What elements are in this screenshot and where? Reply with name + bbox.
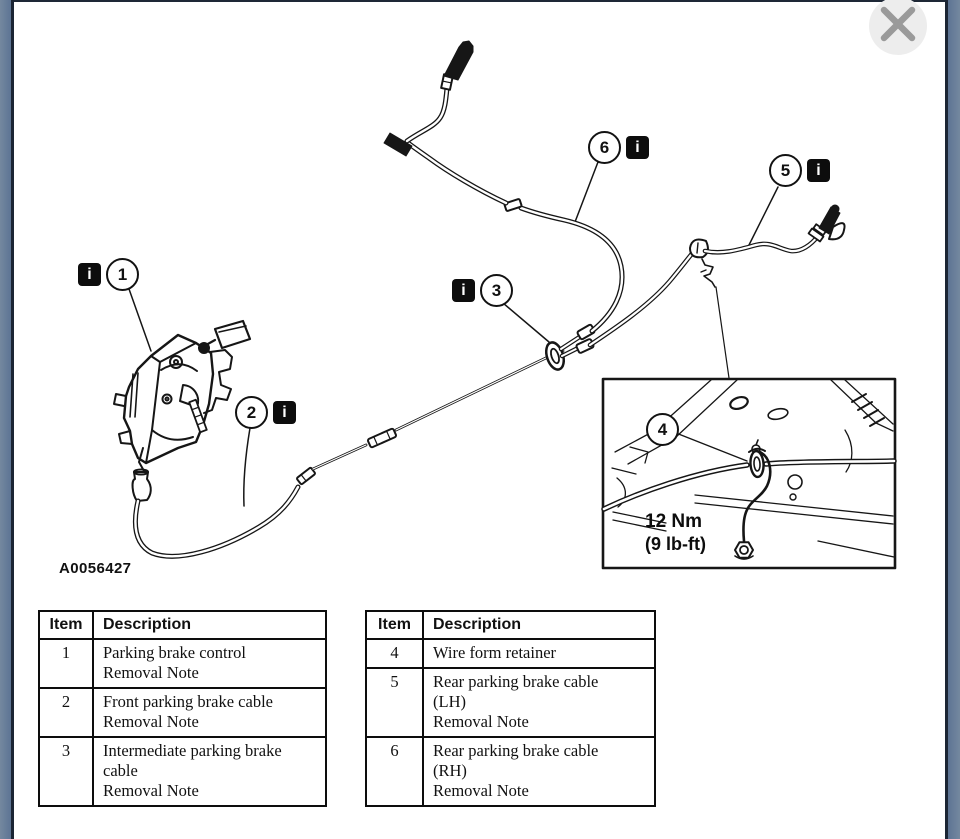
column-header-item: Item xyxy=(38,610,94,640)
info-icon[interactable]: i xyxy=(452,279,475,302)
close-icon xyxy=(880,6,916,42)
description-cell: Intermediate parking brake cable Removal… xyxy=(92,736,327,807)
right-edge-divider xyxy=(945,0,948,839)
rear-parking-brake-cable-lh-drawing xyxy=(587,204,846,379)
callout-5: 5 i xyxy=(769,154,830,187)
callout-number-badge: 4 xyxy=(646,413,679,446)
front-parking-brake-cable-drawing xyxy=(132,466,316,559)
item-description-table-left: Item Description 1 Parking brake control… xyxy=(38,610,327,807)
description-cell: Rear parking brake cable (RH) Removal No… xyxy=(422,736,656,807)
column-header-description: Description xyxy=(422,610,656,640)
column-header-item: Item xyxy=(365,610,424,640)
column-header-description: Description xyxy=(92,610,327,640)
description-cell: Rear parking brake cable (LH) Removal No… xyxy=(422,667,656,738)
table-header-row: Item Description xyxy=(365,610,656,640)
right-edge-bar xyxy=(948,0,960,839)
left-edge-bar xyxy=(0,0,11,839)
item-cell: 1 xyxy=(38,638,94,689)
table-header-row: Item Description xyxy=(38,610,327,640)
torque-spec-label: 12 Nm (9 lb-ft) xyxy=(645,511,706,555)
torque-value: 12 Nm xyxy=(645,511,703,532)
item-cell: 5 xyxy=(365,667,424,738)
callout-3: i 3 xyxy=(452,274,513,307)
info-icon[interactable]: i xyxy=(626,136,649,159)
table-row: 3 Intermediate parking brake cable Remov… xyxy=(38,736,327,807)
table-row: 4 Wire form retainer xyxy=(365,638,656,669)
torque-value-imperial: (9 lb-ft) xyxy=(645,534,706,554)
table-row: 6 Rear parking brake cable (RH) Removal … xyxy=(365,736,656,807)
parking-brake-control-drawing xyxy=(113,319,252,502)
callout-number-badge: 2 xyxy=(235,396,268,429)
item-cell: 6 xyxy=(365,736,424,807)
callout-number-badge: 3 xyxy=(480,274,513,307)
top-border-line xyxy=(0,0,960,2)
info-icon[interactable]: i xyxy=(273,401,296,424)
info-icon[interactable]: i xyxy=(807,159,830,182)
callout-1: i 1 xyxy=(78,258,139,291)
callout-number-badge: 1 xyxy=(106,258,139,291)
figure-id-label: A0056427 xyxy=(59,560,132,577)
callout-number-badge: 5 xyxy=(769,154,802,187)
description-cell: Parking brake control Removal Note xyxy=(92,638,327,689)
table-row: 2 Front parking brake cable Removal Note xyxy=(38,687,327,738)
inset-detail-box xyxy=(601,377,897,570)
callout-leader-lines xyxy=(128,161,779,507)
info-icon[interactable]: i xyxy=(78,263,101,286)
item-cell: 3 xyxy=(38,736,94,807)
callout-2: 2 i xyxy=(235,396,296,429)
callout-number-badge: 6 xyxy=(588,131,621,164)
callout-4: 4 xyxy=(646,413,679,446)
callout-6: 6 i xyxy=(588,131,649,164)
left-edge-divider xyxy=(11,0,14,839)
description-cell: Wire form retainer xyxy=(422,638,656,669)
close-button[interactable] xyxy=(869,0,927,55)
table-row: 1 Parking brake control Removal Note xyxy=(38,638,327,689)
item-cell: 4 xyxy=(365,638,424,669)
table-row: 5 Rear parking brake cable (LH) Removal … xyxy=(365,667,656,738)
intermediate-parking-brake-cable-drawing xyxy=(311,323,596,471)
rear-parking-brake-cable-rh-drawing xyxy=(383,40,625,334)
item-description-table-right: Item Description 4 Wire form retainer 5 … xyxy=(365,610,656,807)
description-cell: Front parking brake cable Removal Note xyxy=(92,687,327,738)
item-cell: 2 xyxy=(38,687,94,738)
